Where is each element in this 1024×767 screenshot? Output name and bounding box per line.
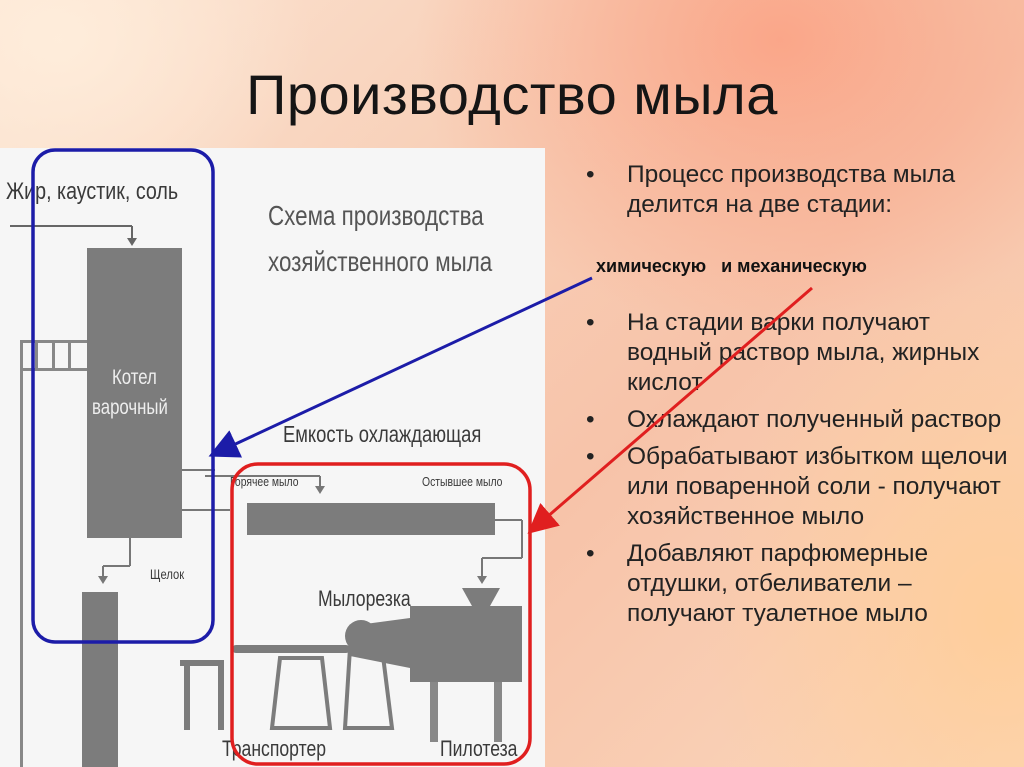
scheme-drawing xyxy=(10,225,523,767)
pipe-arrow xyxy=(315,486,325,494)
cooling-tank-label: Емкость охлаждающая xyxy=(283,421,482,447)
bullet-text: На стадии варки получают водный раствор … xyxy=(627,309,980,396)
boiler-label-line2: варочный xyxy=(92,396,168,419)
plodder-hopper xyxy=(462,588,500,606)
list-item: • Процесс производства мыла делится на д… xyxy=(580,160,1010,220)
soap-production-scheme: Жир, каустик, соль Схема производства хо… xyxy=(0,148,545,767)
scheme-inputs-label: Жир, каустик, соль xyxy=(6,178,179,205)
list-item: • Добавляют парфюмерные отдушки, отбелив… xyxy=(580,539,1010,629)
bullet-text: Добавляют парфюмерные отдушки, отбеливат… xyxy=(627,540,929,627)
list-item: • Охлаждают полученный раствор xyxy=(580,405,1010,435)
bullet-dot: • xyxy=(586,406,595,433)
plodder xyxy=(410,606,522,682)
list-item: • Обрабатывают избытком щелочи или повар… xyxy=(580,442,1010,532)
plodder-leg xyxy=(430,682,438,742)
plodder-label: Пилотеза xyxy=(440,736,518,761)
soap-cutter-stand xyxy=(342,646,395,730)
cooling-tank xyxy=(247,503,495,535)
bullet-dot: • xyxy=(586,161,595,188)
soap-cutter-label: Мылорезка xyxy=(318,586,411,611)
conveyor-belt xyxy=(232,645,350,653)
railing xyxy=(35,340,38,370)
conveyor-leg xyxy=(218,660,224,730)
pipe-arrow xyxy=(477,576,487,584)
bullet-dot: • xyxy=(586,309,595,336)
conveyor-stand xyxy=(180,660,220,666)
bullet-dot: • xyxy=(586,540,595,567)
plodder-leg xyxy=(494,682,502,742)
conveyor-stand xyxy=(269,656,333,730)
stages-text: химическую и механическую xyxy=(596,256,867,276)
cooled-soap-label: Остывшее мыло xyxy=(422,474,503,489)
bullet-text: Охлаждают полученный раствор xyxy=(627,406,1002,433)
boiler xyxy=(87,248,182,538)
lye-label: Щелок xyxy=(150,566,185,582)
conveyor-label: Транспортер xyxy=(222,736,327,761)
lye-arrow xyxy=(98,576,108,584)
bullet-list-steps: • На стадии варки получают водный раство… xyxy=(580,308,1010,636)
hot-soap-label: Горячее мыло xyxy=(230,474,299,489)
slide-title: Производство мыла xyxy=(246,63,778,126)
boiler-label-line1: Котел xyxy=(112,366,157,389)
bullet-text: Обрабатывают избытком щелочи или поварен… xyxy=(627,443,1008,530)
railing xyxy=(68,340,71,370)
railing xyxy=(20,368,87,371)
platform-post xyxy=(20,340,23,767)
input-arrow xyxy=(127,238,137,246)
bullet-dot: • xyxy=(586,443,595,470)
list-item: • На стадии варки получают водный раство… xyxy=(580,308,1010,398)
railing xyxy=(52,340,55,370)
lye-tank xyxy=(82,592,118,767)
bullet-list: • Процесс производства мыла делится на д… xyxy=(580,160,1010,227)
intro-text: Процесс производства мыла делится на две… xyxy=(627,161,956,218)
scheme-heading-line1: Схема производства xyxy=(268,200,484,231)
scheme-heading-line2: хозяйственного мыла xyxy=(268,246,493,277)
conveyor-leg xyxy=(184,660,190,730)
